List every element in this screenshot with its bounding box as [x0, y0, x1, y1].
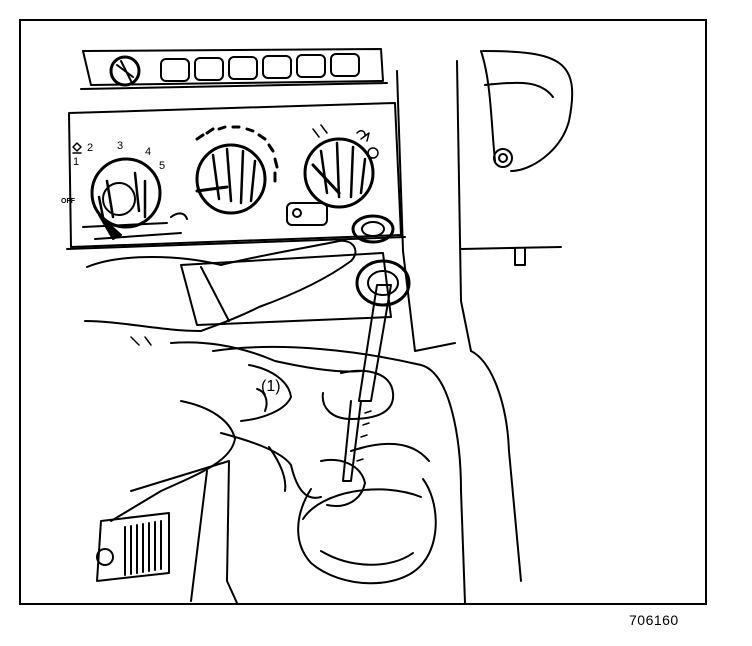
callout-1: (1) [261, 378, 281, 395]
figure-frame: OFF 1 2 3 4 5 [19, 19, 707, 605]
vent-icon [312, 124, 328, 138]
power-outlet-socket [355, 259, 411, 307]
seat-belt-plate [96, 512, 170, 582]
upper-radio-panel [80, 48, 388, 90]
climate-control-panel: OFF 1 2 3 4 5 [61, 102, 406, 250]
probe-tool [342, 284, 392, 482]
figure-id-label: 706160 [629, 612, 679, 628]
dash-pillar [396, 50, 574, 582]
fan-speed-label-2: 2 [87, 142, 93, 154]
temperature-knob [195, 125, 279, 215]
fan-off-label: OFF [61, 198, 76, 205]
lighter-socket [351, 214, 395, 244]
shifter-boot [297, 442, 437, 585]
fan-speed-label-1: 1 [73, 156, 79, 168]
radio-knob [109, 55, 141, 87]
fan-speed-label-5: 5 [159, 160, 165, 172]
fan-speed-label-4: 4 [145, 146, 151, 158]
lower-panel-slots [82, 212, 188, 240]
recirc-icon [367, 147, 379, 159]
mode-knob [303, 124, 379, 209]
callout-label: (1) [261, 378, 281, 395]
storage-tray [180, 252, 392, 326]
technician-hand [84, 239, 395, 522]
door-bolt [493, 148, 513, 168]
floor-console [130, 345, 466, 603]
fan-icon [72, 142, 82, 154]
ac-button [286, 202, 328, 226]
fan-speed-label-3: 3 [117, 140, 123, 152]
dashboard-illustration: OFF 1 2 3 4 5 [61, 48, 574, 603]
defrost-icon [356, 130, 370, 142]
fan-speed-knob: OFF 1 2 3 4 5 [61, 140, 165, 240]
temperature-scale-marks [195, 125, 279, 183]
radio-preset-buttons [160, 53, 360, 82]
